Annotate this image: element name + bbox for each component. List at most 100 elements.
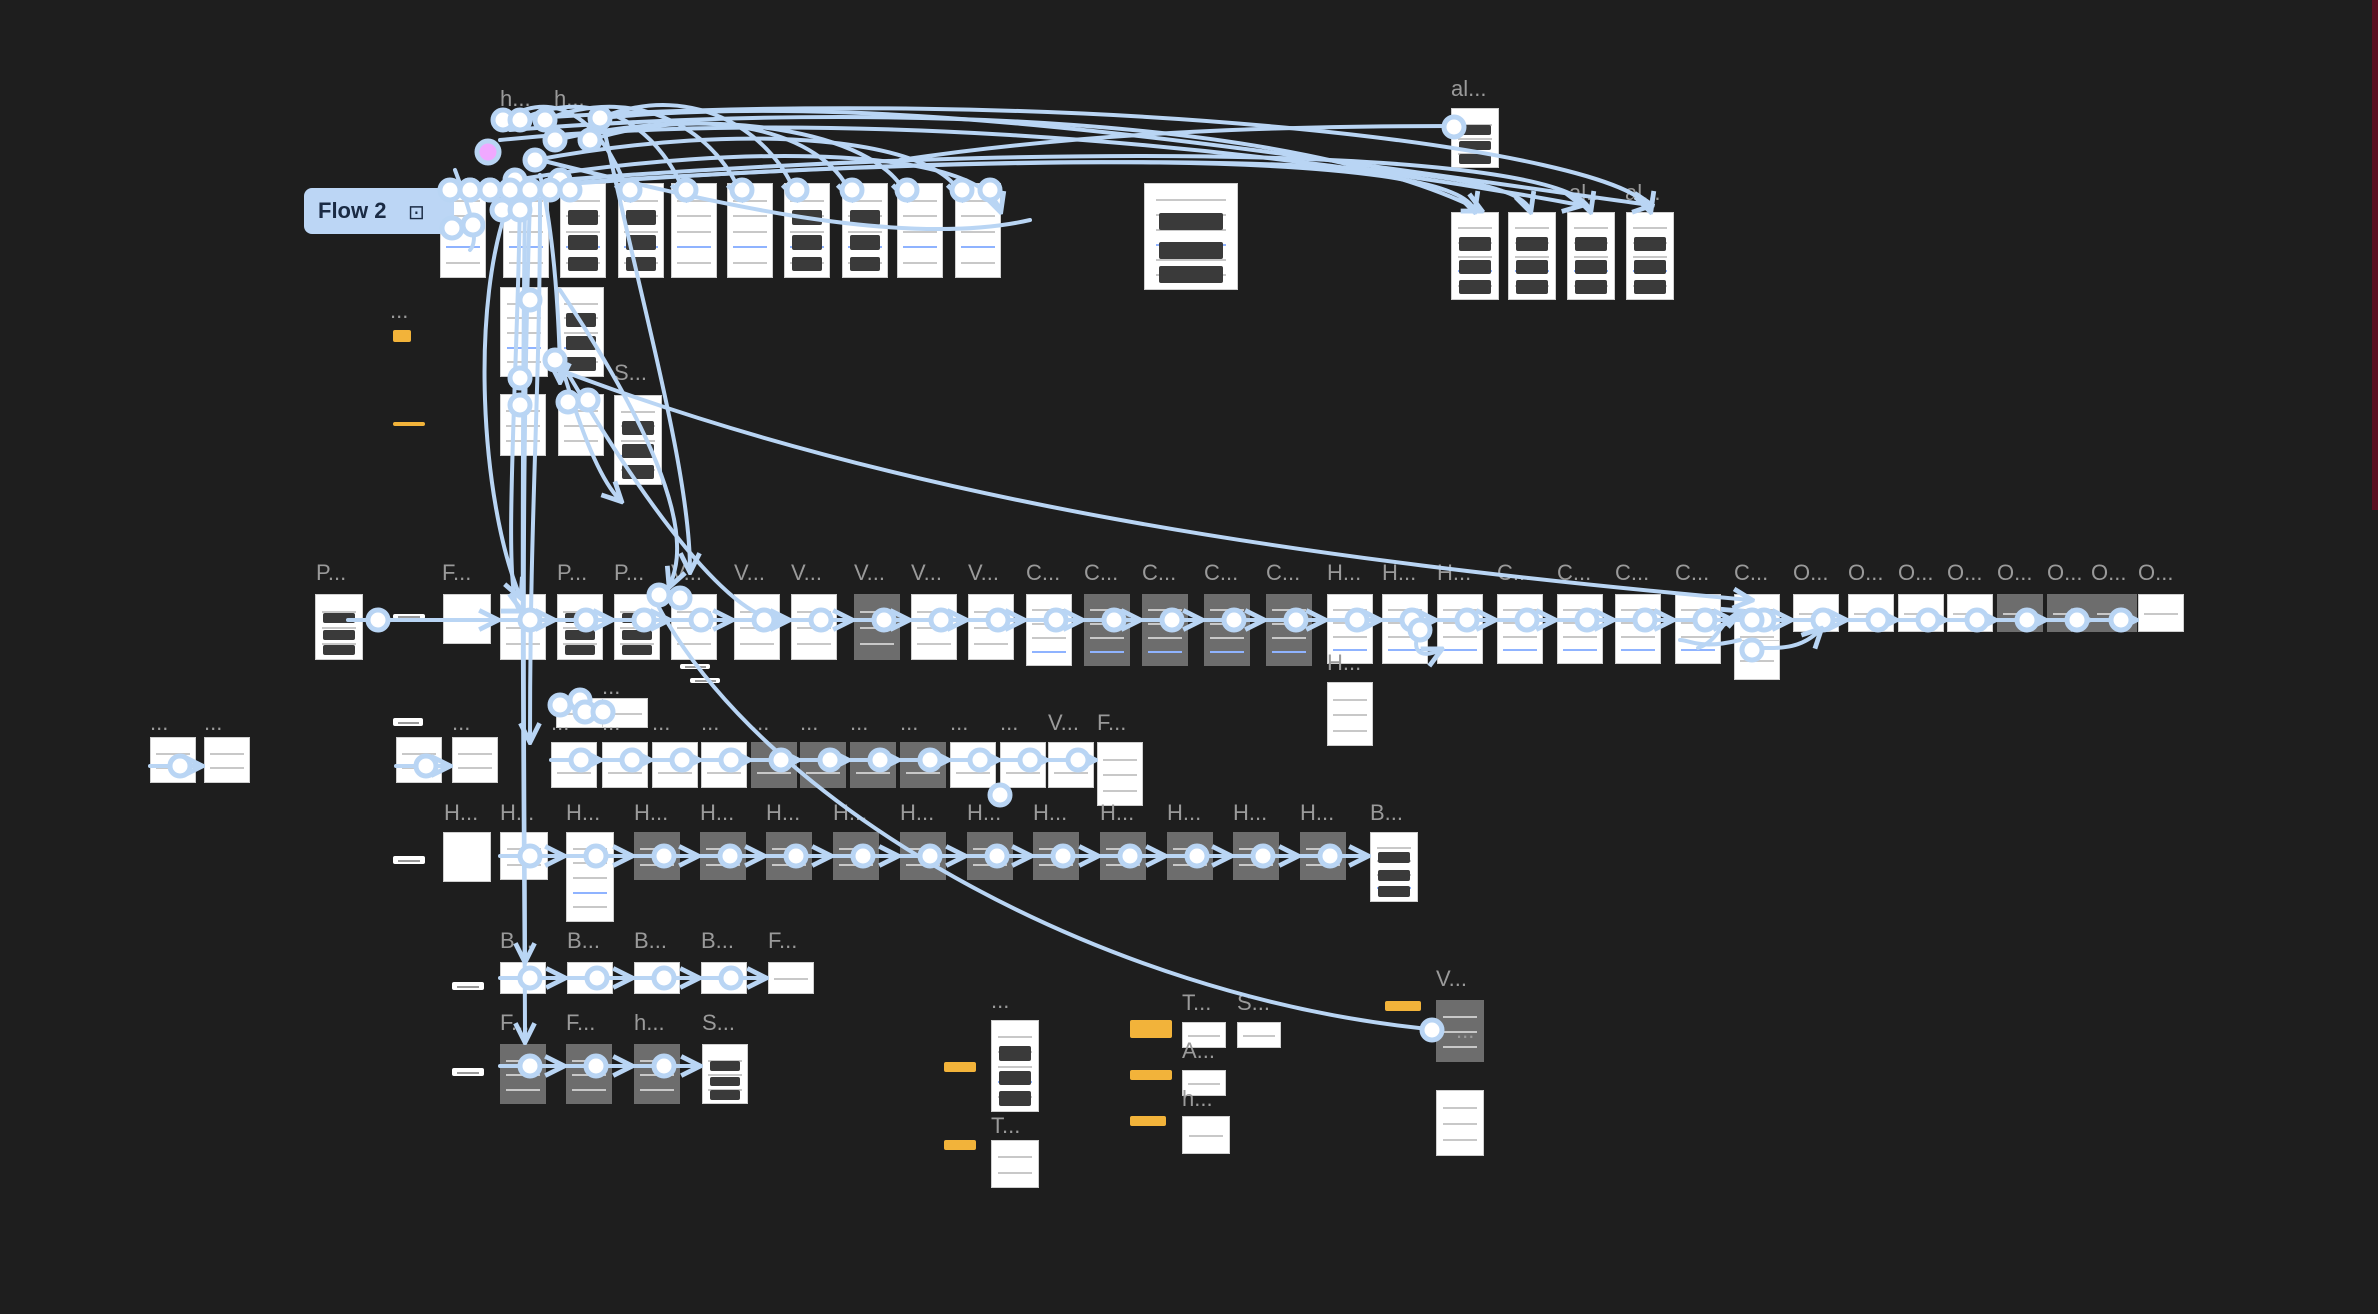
connection-node[interactable] xyxy=(1865,607,1891,633)
connection-node[interactable] xyxy=(1692,607,1718,633)
frame-label[interactable]: O... xyxy=(1898,560,1934,585)
frame-label[interactable]: C... xyxy=(1266,560,1301,585)
connection-node[interactable] xyxy=(631,607,657,633)
connection-node[interactable] xyxy=(555,389,581,415)
frame-label[interactable]: ... xyxy=(800,710,819,735)
connection-node[interactable] xyxy=(1344,607,1370,633)
frame-thumbnail[interactable] xyxy=(315,594,363,660)
connection-node[interactable] xyxy=(1407,617,1433,643)
connection-node[interactable] xyxy=(542,347,568,373)
text-note[interactable] xyxy=(690,678,720,683)
frame-label[interactable]: ... xyxy=(150,710,169,735)
prototype-connector[interactable] xyxy=(468,160,1530,210)
frame-label[interactable]: O... xyxy=(1848,560,1884,585)
prototype-connector[interactable] xyxy=(498,125,1580,205)
connection-node[interactable] xyxy=(517,607,543,633)
frame-label[interactable]: F... xyxy=(442,560,472,585)
frame-thumbnail[interactable] xyxy=(1144,183,1238,290)
frame-label[interactable]: V... xyxy=(911,560,942,585)
connection-node[interactable] xyxy=(949,177,975,203)
connection-node[interactable] xyxy=(1221,607,1247,633)
frame-label[interactable]: O... xyxy=(2091,560,2127,585)
frame-label[interactable]: F... xyxy=(1097,710,1127,735)
connection-node[interactable] xyxy=(497,177,523,203)
connection-node[interactable] xyxy=(590,699,616,725)
frame-thumbnail[interactable] xyxy=(1237,1022,1281,1048)
frame-thumbnail[interactable] xyxy=(1327,682,1373,746)
prototype-connector[interactable] xyxy=(538,158,1032,232)
frame-label[interactable]: al... xyxy=(1451,76,1487,101)
frame-thumbnail[interactable] xyxy=(204,737,250,783)
prototype-connector[interactable] xyxy=(538,173,560,380)
frame-label[interactable]: C... xyxy=(1142,560,1177,585)
connection-node[interactable] xyxy=(839,177,865,203)
connection-node[interactable] xyxy=(784,177,810,203)
sticky-note[interactable] xyxy=(1130,1116,1166,1126)
connection-node[interactable] xyxy=(673,177,699,203)
connection-node[interactable] xyxy=(507,197,533,223)
connection-node[interactable] xyxy=(871,607,897,633)
frame-thumbnail[interactable] xyxy=(2138,594,2184,632)
frame-label[interactable]: B... xyxy=(500,928,534,953)
connection-node[interactable] xyxy=(437,177,463,203)
connection-node[interactable] xyxy=(2108,607,2134,633)
connection-node[interactable] xyxy=(547,692,573,718)
prototype-connector[interactable] xyxy=(508,114,1480,210)
connection-node[interactable] xyxy=(517,1053,543,1079)
connection-node[interactable] xyxy=(1441,114,1467,140)
frame-thumbnail[interactable] xyxy=(614,395,662,485)
frame-label[interactable]: ... xyxy=(850,710,869,735)
frame-label[interactable]: ... xyxy=(390,298,409,323)
text-note[interactable] xyxy=(452,982,484,990)
frame-label[interactable]: H... xyxy=(1300,800,1335,825)
connection-node[interactable] xyxy=(2064,607,2090,633)
connection-node[interactable] xyxy=(2014,607,2040,633)
connection-node[interactable] xyxy=(1101,607,1127,633)
frame-thumbnail[interactable] xyxy=(1182,1022,1226,1048)
frame-label[interactable]: ... xyxy=(751,710,770,735)
connection-node[interactable] xyxy=(928,607,954,633)
frame-label[interactable]: H... xyxy=(1167,800,1202,825)
connection-node[interactable] xyxy=(1419,1017,1445,1043)
connection-node[interactable] xyxy=(808,607,834,633)
frame-label[interactable]: H... xyxy=(1327,650,1362,675)
frame-label[interactable]: ... xyxy=(1000,710,1019,735)
frame-label[interactable]: S... xyxy=(614,360,648,385)
connection-node[interactable] xyxy=(557,177,583,203)
connection-node[interactable] xyxy=(917,747,943,773)
frame-label[interactable]: S... xyxy=(702,1010,736,1035)
connection-node[interactable] xyxy=(457,177,483,203)
connection-node[interactable] xyxy=(1065,747,1091,773)
sticky-note[interactable] xyxy=(393,330,411,342)
connection-node[interactable] xyxy=(542,127,568,153)
frame-label[interactable]: A... xyxy=(1182,1038,1216,1063)
connection-node[interactable] xyxy=(460,212,486,238)
frame-thumbnail[interactable] xyxy=(560,183,606,278)
connection-node[interactable] xyxy=(507,365,533,391)
connection-node[interactable] xyxy=(568,747,594,773)
connection-node[interactable] xyxy=(718,747,744,773)
connection-node[interactable] xyxy=(584,965,610,991)
frame-label[interactable]: H... xyxy=(1100,800,1135,825)
connection-node[interactable] xyxy=(617,177,643,203)
frame-label[interactable]: P... xyxy=(557,560,588,585)
text-note[interactable] xyxy=(393,614,425,619)
connection-node[interactable] xyxy=(517,843,543,869)
connection-node[interactable] xyxy=(167,753,193,779)
prototype-connector[interactable] xyxy=(482,198,520,596)
connection-node[interactable] xyxy=(717,843,743,869)
text-note[interactable] xyxy=(393,718,423,726)
connection-node[interactable] xyxy=(688,607,714,633)
frame-label[interactable]: H... xyxy=(500,800,535,825)
frame-thumbnail[interactable] xyxy=(768,962,814,994)
frame-label[interactable]: V... xyxy=(734,560,765,585)
frame-label[interactable]: h... xyxy=(554,86,585,111)
frame-label[interactable]: C... xyxy=(1204,560,1239,585)
connection-node[interactable] xyxy=(439,215,465,241)
frame-label[interactable]: O... xyxy=(1997,560,2033,585)
frame-thumbnail[interactable] xyxy=(1626,212,1674,300)
frame-thumbnail[interactable] xyxy=(702,1044,748,1104)
frame-label[interactable]: F... xyxy=(768,928,798,953)
frame-label[interactable]: H... xyxy=(1327,560,1362,585)
frame-thumbnail[interactable] xyxy=(443,832,491,882)
